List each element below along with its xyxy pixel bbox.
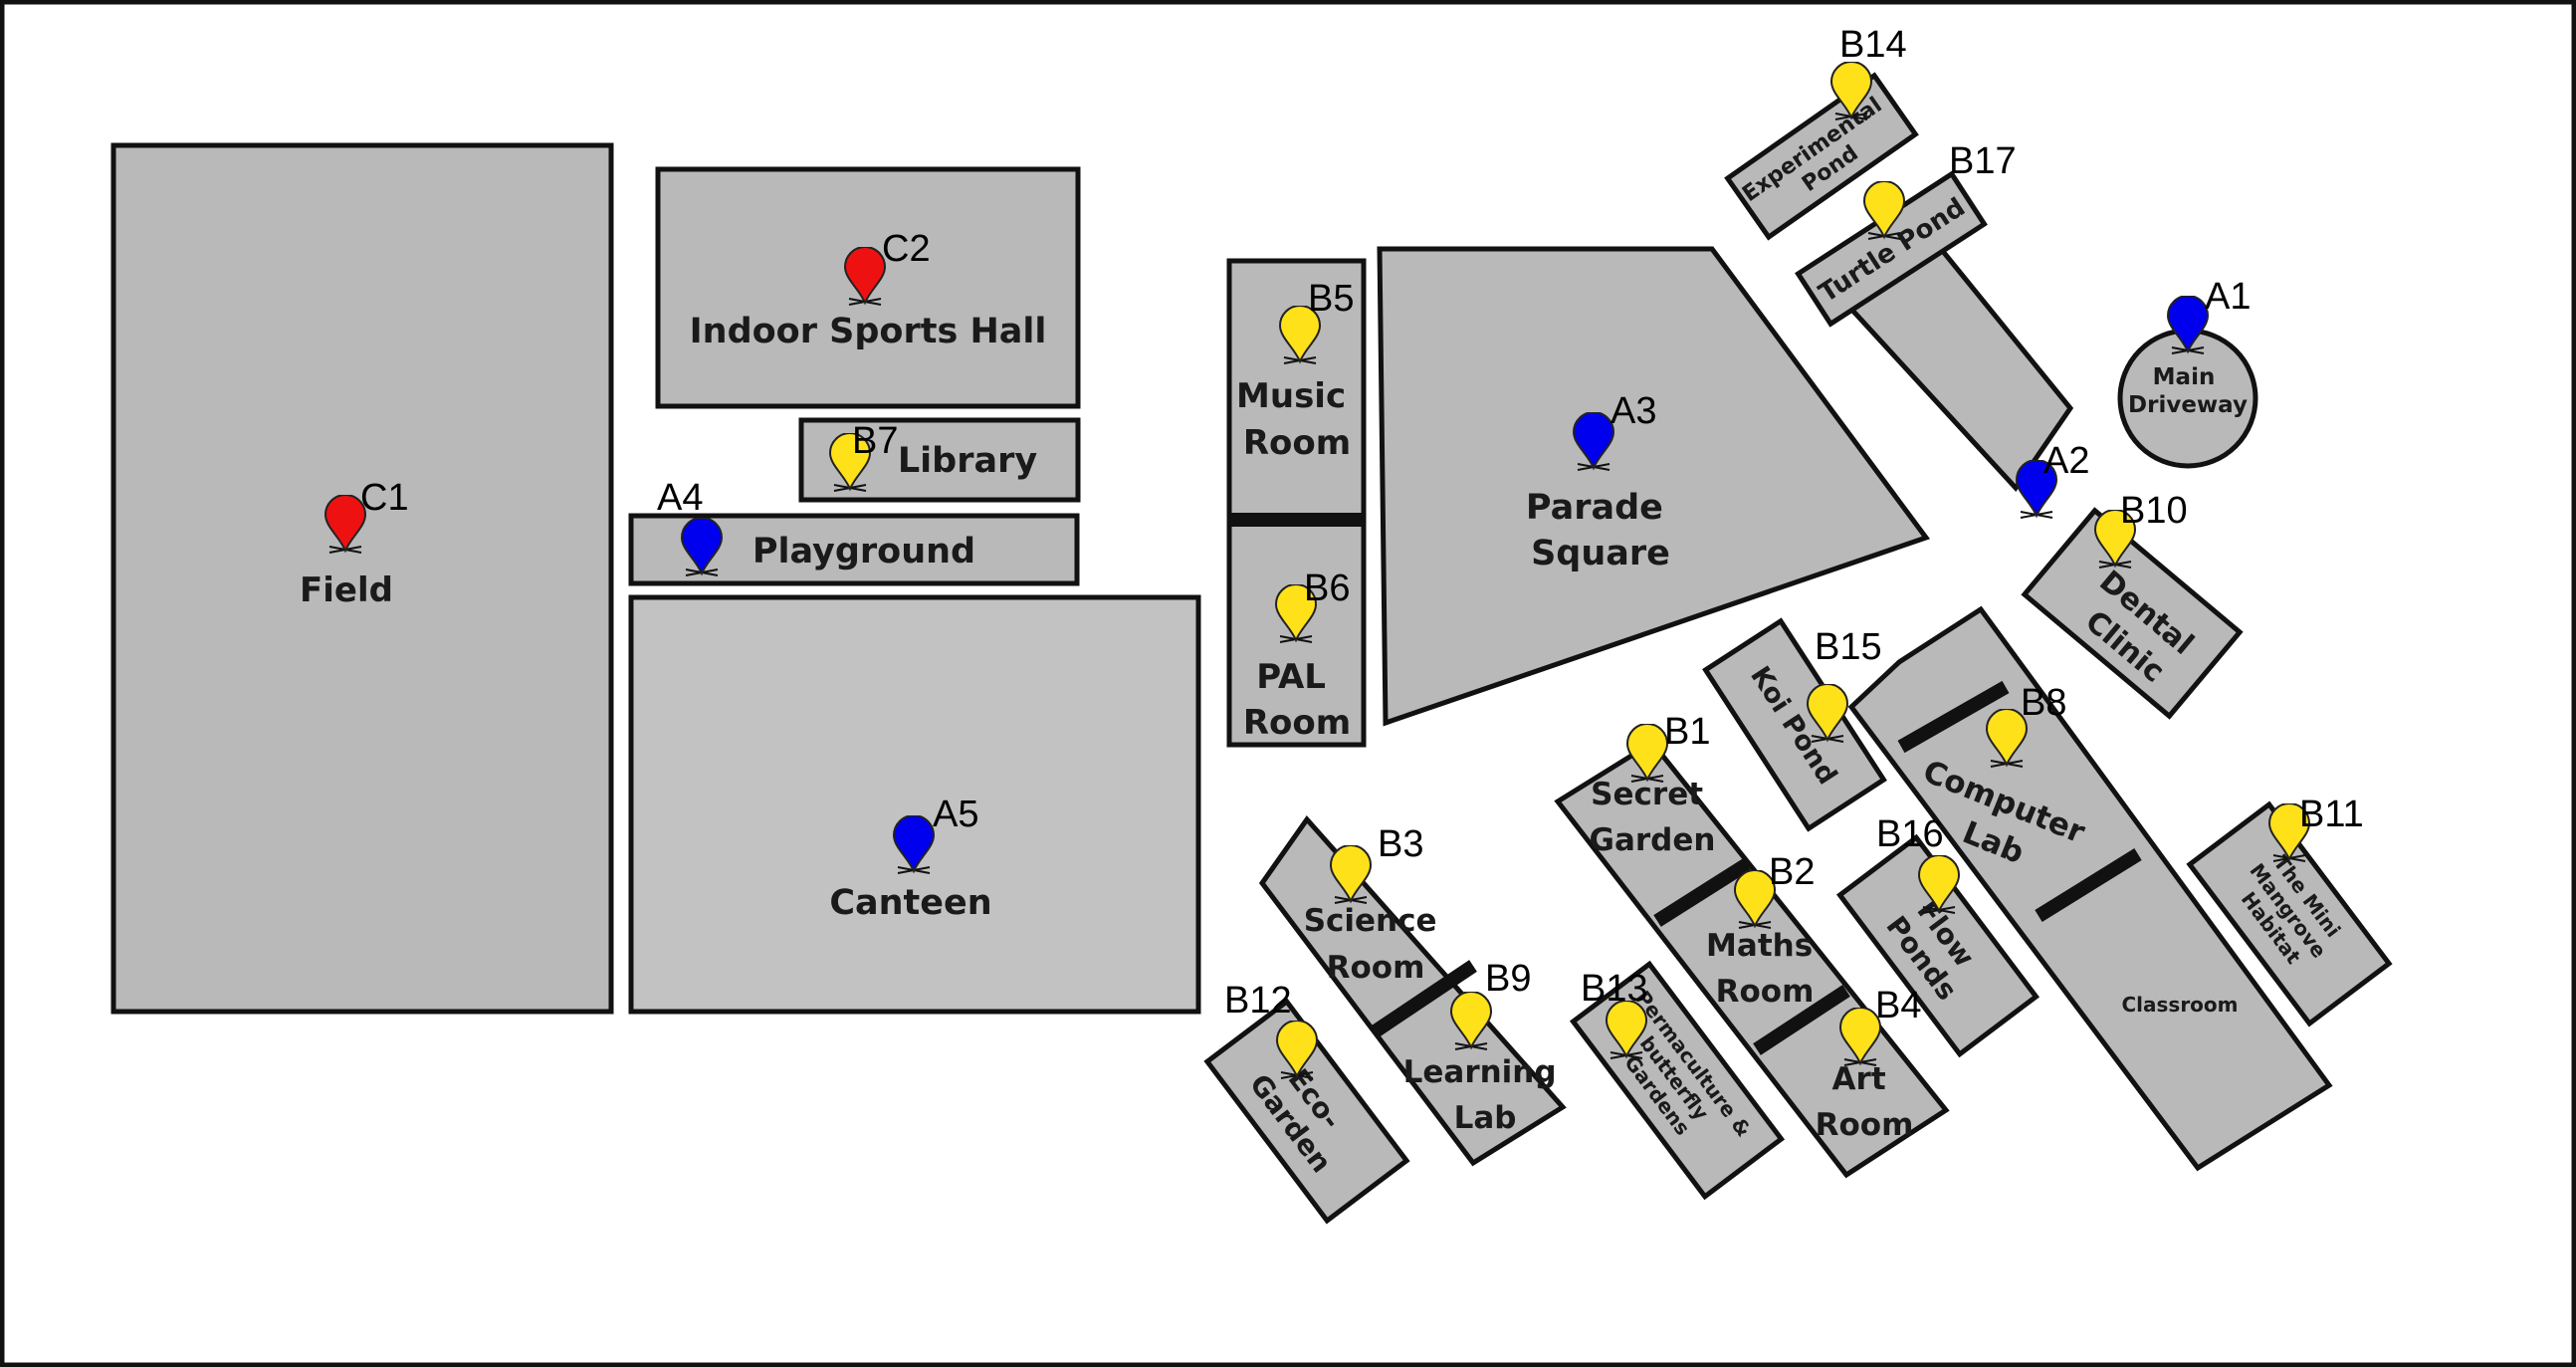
map-pin-icon [1329,845,1373,904]
marker-b8[interactable]: B8 [1985,682,2066,768]
canteen-label: Canteen [829,883,991,923]
music-room-label: Music Room [1236,376,1358,463]
marker-a3[interactable]: A3 [1572,390,1656,471]
marker-code: A4 [657,477,703,519]
secret-garden-label: Secret Garden [1590,777,1716,858]
marker-code: B5 [1308,278,1354,320]
map-pin-icon [2267,803,2311,862]
marker-code: B6 [1304,568,1350,609]
marker-code: B11 [2299,794,2364,835]
marker-code: B10 [2120,490,2188,532]
marker-b16[interactable]: B16 [1876,813,1961,914]
marker-code: B9 [1485,958,1531,1000]
playground-label: Playground [752,532,975,571]
marker-code: B3 [1378,823,1423,865]
map-pin-icon [1838,1008,1882,1066]
marker-code: C2 [882,228,931,270]
area-canteen[interactable]: Canteen [628,594,1201,1015]
marker-b13[interactable]: B13 [1581,968,1648,1059]
marker-b17[interactable]: B17 [1862,140,2017,240]
map-pin-icon [2015,460,2058,519]
map-pin-icon [1275,1021,1319,1079]
learning-lab-label: Learning Lab [1403,1054,1568,1136]
art-room-label: Art Room [1816,1061,1914,1143]
marker-b7[interactable]: B7 [828,420,898,492]
marker-a1[interactable]: A1 [2166,276,2251,354]
parade-square-label: Parade Square [1526,488,1675,573]
maths-room-label: Maths Room [1706,928,1824,1010]
marker-b14[interactable]: B14 [1829,24,1907,120]
area-field[interactable]: Field [110,142,614,1015]
marker-b10[interactable]: B10 [2093,490,2188,569]
map-pin-icon [1625,724,1669,783]
marker-code: A3 [1610,390,1656,432]
marker-a5[interactable]: A5 [892,794,978,874]
map-pin-icon [1806,684,1849,743]
marker-code: B17 [1949,140,2017,182]
marker-code: B14 [1839,24,1907,66]
marker-b6[interactable]: B6 [1274,568,1350,643]
marker-code: B7 [852,420,898,462]
marker-code: B2 [1769,851,1815,893]
area-koi-pond[interactable]: Koi Pond [1702,617,1887,832]
marker-c2[interactable]: C2 [843,228,931,306]
marker-b11[interactable]: B11 [2267,794,2364,862]
marker-b1[interactable]: B1 [1625,711,1710,783]
map-pin-icon [1985,709,2029,768]
field-label: Field [300,570,393,610]
map-pin-icon [2166,296,2210,354]
map-pin-icon [843,247,887,306]
area-computer-classroom-block[interactable]: Computer Lab Classroom [1847,605,2333,1172]
marker-b3[interactable]: B3 [1329,823,1423,904]
marker-code: A2 [2043,440,2089,482]
map-pin-icon [1829,62,1873,120]
marker-b12[interactable]: B12 [1224,980,1319,1079]
map-pin-icon [2093,510,2137,569]
pal-room-label: PAL Room [1243,657,1351,743]
map-pin-icon [892,815,936,874]
marker-b2[interactable]: B2 [1733,851,1815,929]
marker-code: B4 [1875,985,1921,1026]
map-pin-icon [1274,584,1318,643]
science-room-label: Science Room [1304,903,1448,986]
marker-b15[interactable]: B15 [1806,626,1882,743]
marker-code: A1 [2205,276,2251,318]
classroom-label: Classroom [2121,993,2238,1017]
map-pin-icon [1917,855,1961,914]
marker-code: B1 [1664,711,1710,753]
marker-a2[interactable]: A2 [2015,440,2089,519]
marker-b5[interactable]: B5 [1278,278,1354,364]
map-pin-icon [1733,870,1777,929]
marker-code: A5 [933,794,978,835]
marker-code: B15 [1815,626,1882,668]
marker-c1[interactable]: C1 [323,477,409,554]
marker-b4[interactable]: B4 [1838,985,1921,1066]
marker-code: B16 [1876,813,1944,855]
area-parade-square[interactable]: Parade Square [1377,246,1931,727]
marker-code: C1 [360,477,409,519]
area-dental-clinic[interactable]: Dental Clinic [2021,507,2244,720]
area-secret-maths-art-block[interactable]: Secret Garden Maths Room Art Room [1554,739,1950,1179]
map-pin-icon [1449,992,1493,1050]
marker-code: B12 [1224,980,1292,1022]
marker-a4[interactable]: A4 [657,477,724,576]
map-pin-icon [1605,1001,1648,1059]
indoor-sports-hall-label: Indoor Sports Hall [690,312,1047,351]
map-pin-icon [1862,181,1906,240]
area-science-learning-block[interactable]: Science Room Learning Lab [1258,814,1568,1167]
area-music-pal-block[interactable]: Music Room PAL Room [1226,258,1367,748]
marker-code: B8 [2021,682,2066,724]
main-driveway-label: Main Driveway [2128,364,2248,418]
map-pin-icon [828,433,872,492]
library-label: Library [898,441,1037,481]
map-pin-icon [1572,412,1615,471]
marker-b9[interactable]: B9 [1449,958,1531,1050]
map-pin-icon [1278,306,1322,364]
map-pin-icon [680,518,724,576]
marker-code: B13 [1581,968,1648,1010]
map-pin-icon [323,495,367,554]
